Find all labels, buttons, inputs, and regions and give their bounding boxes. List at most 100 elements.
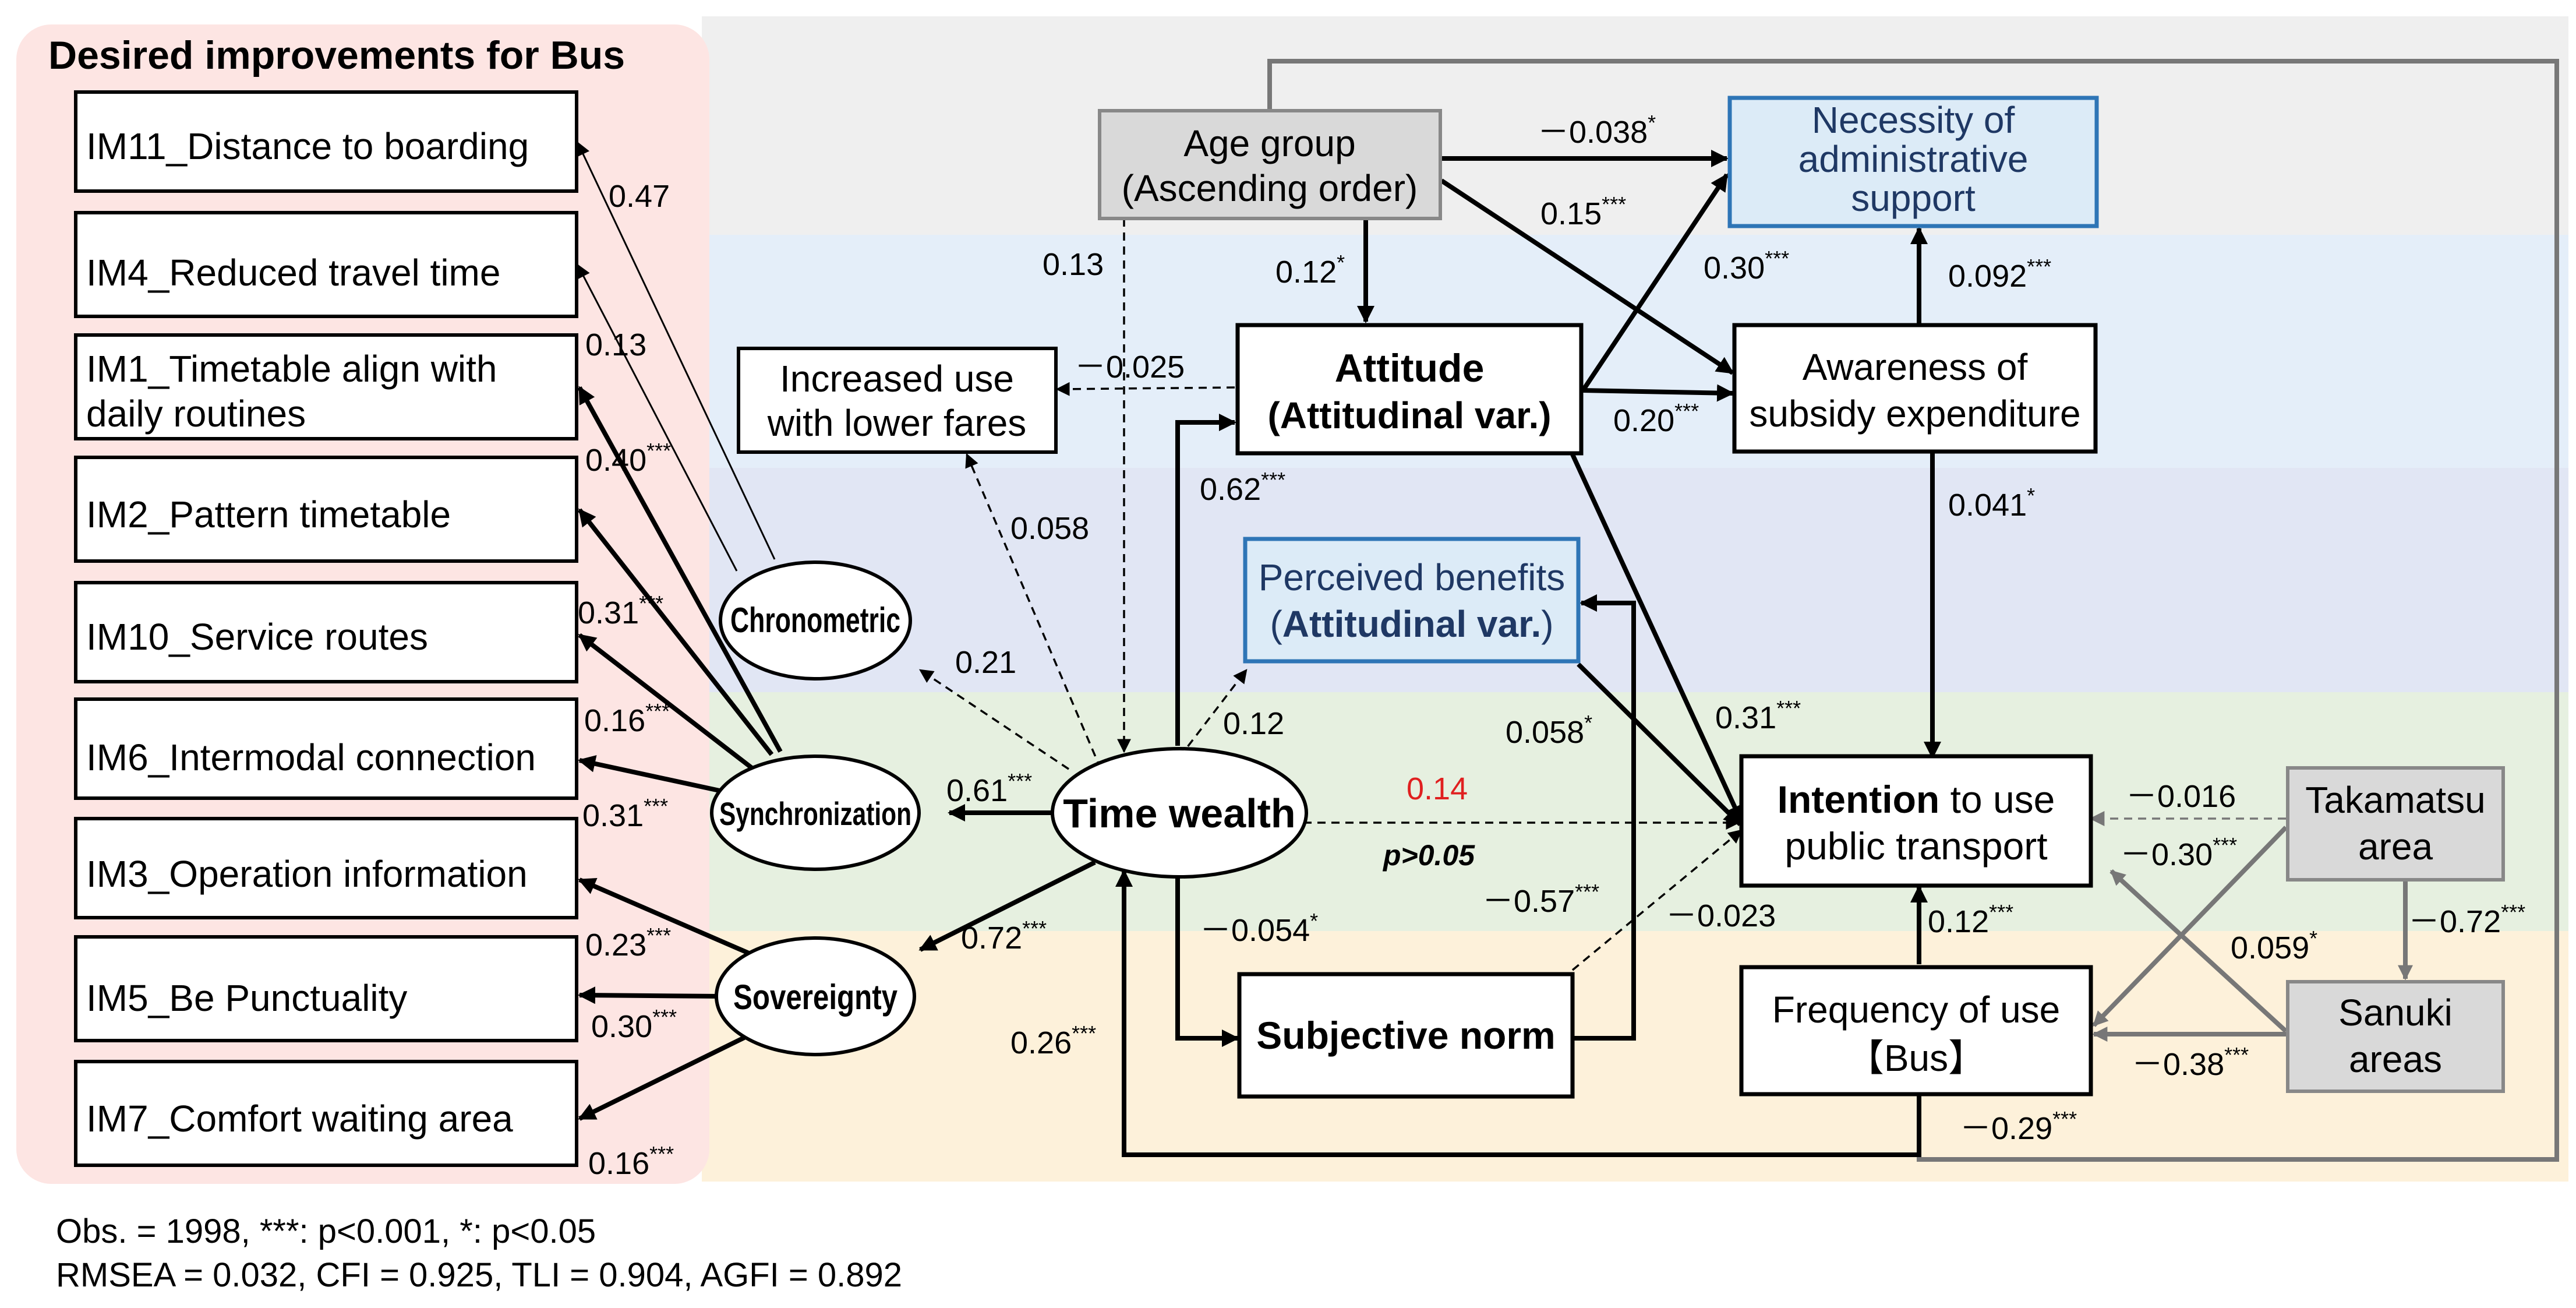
item-box-im11 [74,90,578,193]
coef-attitude-intention-value: 0.31 [1715,700,1776,735]
arrow-attitude-awareness [1582,384,1734,402]
intention-bold: Intention [1778,778,1940,821]
frequency-line1: Frequency of use [1772,989,2061,1031]
coef-sanuki-frequency-value: －0.38 [2132,1047,2224,1082]
sanuki-line2: areas [2349,1038,2442,1080]
coef-age-attitude-sig: * [1337,251,1345,274]
coef-awareness-necessity-value: 0.092 [1948,259,2027,294]
item-box-im6 [74,697,578,800]
arrow-takamatsu-frequency [2092,826,2288,1027]
item-box-im3 [74,817,578,919]
coef-tw-sovereignty-value: 0.72 [961,921,1022,956]
panel-title: Desired improvements for Bus [48,33,625,77]
sovereignty-ellipse [715,936,916,1056]
coef-tw-intention: 0.14 [1407,771,1468,806]
subjective-norm-label: Subjective norm [1256,1014,1555,1057]
age-group-line2: (Ascending order) [1122,167,1418,209]
subjective-to-perceived-line [1573,594,1636,1041]
coef-im7-value: 0.30 [591,1009,652,1044]
item-label-im3: IM3_Operation information [86,853,528,895]
coef-age-necessity: －0.038* [1538,111,1656,150]
coef-attitude-intention-sig: *** [1776,696,1801,720]
coef-tw-sovereignty-sig: *** [1022,916,1047,940]
coef-takamatsu-sanuki-sig: *** [2501,900,2525,924]
coef-age-awareness-value: 0.15 [1540,196,1602,231]
intention-box [1739,754,2093,888]
coef-tw-subjective: －0.054* [1200,909,1318,948]
item-box-im7 [74,1060,578,1167]
coef-im5: 0.23*** [585,923,671,963]
necessity-line1: Necessity of [1812,99,2015,141]
coef-im3: 0.31*** [582,794,668,833]
observed-variables: Age group (Ascending order) Necessity of… [737,96,2505,1099]
coef-tw-synchronization-sig: *** [1008,769,1032,793]
coef-sanuki-frequency: －0.38*** [2132,1043,2249,1082]
coef-perceived-intention-sig: * [1584,711,1592,735]
item-label-im1-line1: IM1_Timetable align with [86,348,497,390]
coef-age-attitude-value: 0.12 [1275,255,1337,290]
coef-im6-sig: *** [645,699,670,723]
coef-awareness-necessity: 0.092*** [1948,255,2051,294]
coef-age-frequency-value: －0.29 [1960,1111,2052,1146]
coef-takamatsu-intention-b: －0.30*** [2120,833,2237,872]
coef-frequency-intention: 0.12*** [1928,900,2013,939]
necessity-line3: support [1851,177,1976,219]
coef-age-necessity-value: －0.038 [1538,115,1648,150]
coef-extra: 0.16*** [588,1142,674,1181]
arrow-perceived-intention [1577,662,1742,826]
coef-im3-sig: *** [644,794,668,818]
arrow-chrono-im11 [577,141,776,560]
coef-takamatsu-intention-b-value: －0.30 [2120,837,2213,872]
attitude-box [1235,323,1584,456]
coef-takamatsu-intention-b-sig: *** [2213,833,2237,857]
synchronization-ellipse [710,755,921,871]
arrow-attitude-intention [1570,453,1744,823]
coef-sanuki-intention-sig: * [2309,926,2317,950]
arrow-tw-increased [965,453,1102,770]
arrow-sov-im7 [578,1032,752,1121]
takamatsu-line1: Takamatsu [2305,779,2485,821]
necessity-box [1727,96,2099,228]
coef-frequency-intention-sig: *** [1989,900,2013,924]
coef-im10: 0.31*** [578,591,663,630]
coef-frequency-tw-value: 0.26 [1010,1025,1072,1060]
coef-extra-sig: *** [649,1142,674,1166]
item-label-im11: IM11_Distance to boarding [86,125,529,167]
intention-line1: Intention to use [1778,778,2055,821]
coef-tw-perceived: 0.12 [1223,706,1284,741]
perceived-benefits-line1: Perceived benefits [1259,556,1566,598]
awareness-box [1732,323,2098,454]
coef-tw-synchronization: 0.61*** [946,769,1032,808]
coef-frequency-intention-value: 0.12 [1928,904,1989,939]
arrow-sync-im10 [578,633,759,774]
coef-tw-subjective-value: －0.054 [1200,913,1310,948]
coef-im7-sig: *** [652,1005,677,1029]
coef-subjective-perceived: －0.57*** [1482,880,1599,919]
chronometric-label: Chronometric [730,601,900,640]
item-label-im4: IM4_Reduced travel time [86,252,500,294]
timewealth-to-subjective-line [1175,871,1239,1047]
coef-tw-attitude: 0.62*** [1200,468,1285,507]
coef-awareness-necessity-sig: *** [2027,255,2051,278]
chronometric-ellipse [719,560,912,681]
coef-attitude-awareness-value: 0.20 [1613,403,1674,438]
arrow-sync-im6 [578,755,723,794]
coef-takamatsu-intention-a: －0.016 [2126,779,2236,814]
arrow-attitude-necessity [1581,173,1729,392]
sanuki-box [2286,980,2505,1093]
age-group-line1: Age group [1183,122,1355,164]
coef-attitude-necessity-sig: *** [1765,246,1789,270]
coef-tw-chronometric: 0.21 [955,645,1016,680]
perceived-paren-open: ( [1270,603,1282,645]
increased-use-box [737,347,1058,454]
coef-awareness-intention-sig: * [2027,484,2035,507]
increased-use-line2: with lower fares [767,402,1027,444]
item-box-im4 [74,211,578,318]
intention-rest: to use [1939,778,2055,821]
perceived-benefits-box [1243,537,1581,664]
coef-im1-sig: *** [646,439,671,463]
time-wealth-label: Time wealth [1063,791,1295,836]
coef-im6: 0.16*** [584,699,670,738]
coef-im5-sig: *** [646,923,671,947]
coef-subjective-perceived-sig: *** [1575,880,1599,904]
